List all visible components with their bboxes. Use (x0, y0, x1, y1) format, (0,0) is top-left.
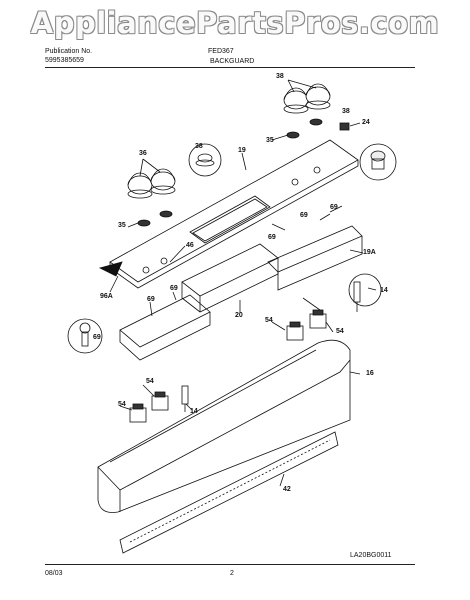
callout-69-inset: 69 (93, 334, 101, 341)
switch-54-c (151, 391, 169, 411)
bracket-19A (267, 225, 363, 273)
callout-96A: 96A (100, 293, 113, 300)
inset-circle-36-left (188, 143, 222, 177)
footer-rule (45, 564, 415, 565)
callout-69-c: 69 (300, 212, 308, 219)
callout-24: 24 (362, 119, 370, 126)
knob-left-1 (127, 172, 153, 199)
publication-label: Publication No. (45, 48, 93, 55)
section-title: BACKGUARD (210, 58, 255, 65)
lamp-14-right (353, 281, 361, 312)
callout-19: 19 (238, 147, 246, 154)
callout-19A: 19A (363, 249, 376, 256)
inset-circle-46-right (359, 143, 397, 181)
callout-38-top: 38 (276, 73, 284, 80)
callout-42: 42 (283, 486, 291, 493)
callout-16: 16 (366, 370, 374, 377)
washer-35-left (137, 219, 151, 227)
callout-69-a: 69 (330, 204, 338, 211)
switch-54-d (129, 403, 147, 423)
callout-54-b: 54 (336, 328, 344, 335)
switch-24 (339, 122, 350, 131)
callout-69-b: 69 (268, 234, 276, 241)
callout-20: 20 (235, 312, 243, 319)
callout-69-e: 69 (170, 285, 178, 292)
washer-35-top-2 (309, 118, 323, 126)
model-number: FED367 (208, 48, 234, 55)
switch-54-b (309, 309, 327, 329)
switch-54-a (286, 321, 304, 341)
callout-54-a: 54 (265, 317, 273, 324)
arrow-96A (98, 261, 123, 277)
washer-35-top (286, 131, 300, 139)
footer-date: 08/03 (45, 570, 63, 577)
trim-strip-42 (119, 431, 339, 554)
callout-46: 46 (186, 242, 194, 249)
backguard-trim-16 (97, 339, 351, 513)
callout-36: 36 (139, 150, 147, 157)
publication-number: 5995385659 (45, 57, 84, 64)
header-rule (45, 67, 415, 68)
callout-35-left: 35 (118, 222, 126, 229)
control-board-20 (181, 243, 279, 297)
callout-38-right: 38 (342, 108, 350, 115)
callout-14-right: 14 (380, 287, 388, 294)
callout-38-inset: 38 (195, 143, 203, 150)
callout-35-top: 35 (266, 137, 274, 144)
callout-54-d: 54 (118, 401, 126, 408)
inset-circle-69 (67, 318, 103, 354)
knob-left-2 (150, 168, 176, 195)
watermark: AppliancePartsPros.com (30, 6, 440, 40)
footer-page: 2 (230, 570, 234, 577)
diagram-code: LA20BG0011 (350, 552, 392, 559)
knob-top-right-1 (283, 87, 309, 114)
bracket-left (119, 294, 211, 348)
callout-69-d: 69 (147, 296, 155, 303)
callout-54-c: 54 (146, 378, 154, 385)
knob-top-right-2 (305, 83, 331, 110)
lamp-14-left (181, 385, 189, 412)
callout-14-left: 14 (190, 408, 198, 415)
